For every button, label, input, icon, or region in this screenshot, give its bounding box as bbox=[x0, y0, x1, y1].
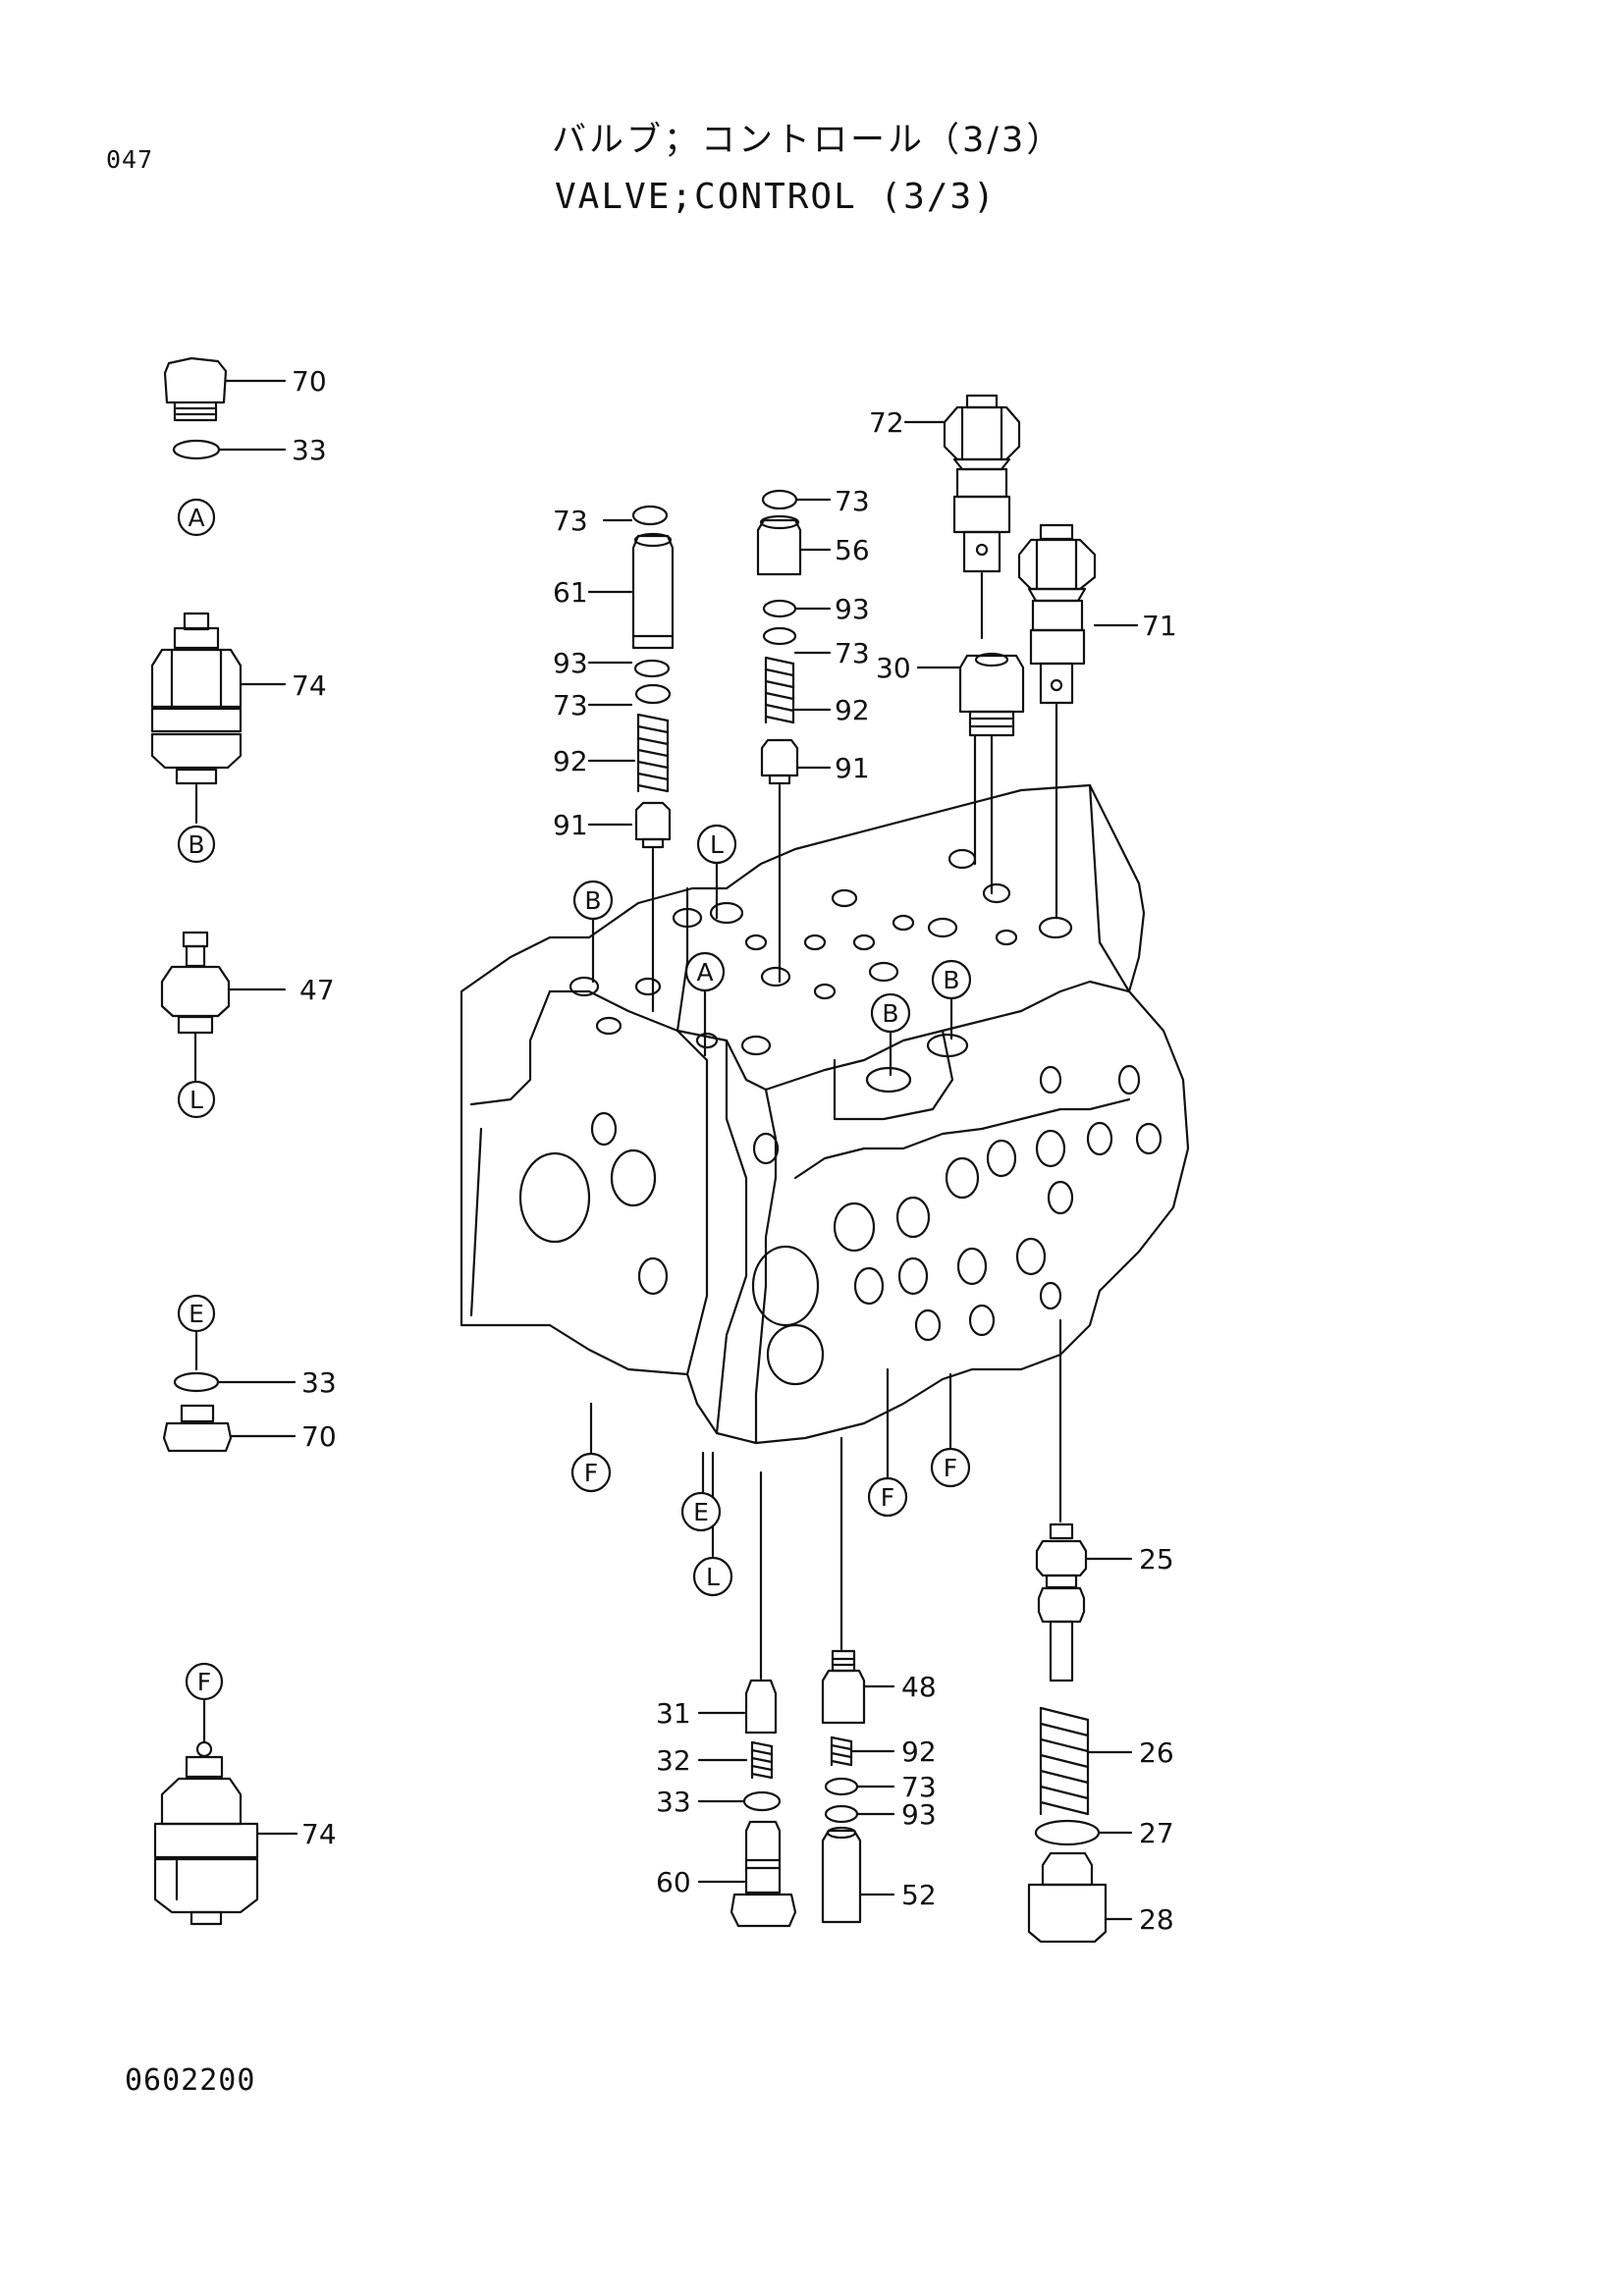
title-japanese: バルブ；コントロール（3/3） bbox=[552, 121, 1064, 160]
callout-circle: E bbox=[680, 1491, 722, 1532]
svg-text:B: B bbox=[188, 830, 204, 859]
part-label-74: 74 bbox=[301, 1818, 337, 1850]
connection-callouts: A B L E F L B A B B F E L F F bbox=[177, 498, 972, 1701]
callout-circle: L bbox=[692, 1556, 733, 1597]
callout-circle: B bbox=[177, 825, 216, 864]
svg-text:F: F bbox=[944, 1454, 957, 1482]
part-label-33: 33 bbox=[301, 1366, 337, 1399]
part-label-92: 92 bbox=[553, 745, 588, 777]
page-number: 047 bbox=[106, 145, 154, 174]
svg-text:B: B bbox=[882, 999, 898, 1028]
part-label-92: 92 bbox=[901, 1735, 937, 1768]
part-label-73: 73 bbox=[835, 637, 870, 669]
callout-circle: E bbox=[177, 1294, 216, 1333]
callout-circle: L bbox=[177, 1080, 216, 1119]
part-label-60: 60 bbox=[656, 1866, 691, 1898]
callout-circle: L bbox=[696, 824, 737, 865]
o-ring-33-top-drawing bbox=[172, 439, 287, 460]
spool-48-stack-drawing bbox=[821, 1436, 895, 1924]
part-label-32: 32 bbox=[656, 1744, 691, 1777]
callout-circle: B bbox=[870, 992, 911, 1034]
part-label-91: 91 bbox=[835, 752, 870, 784]
callout-circle: F bbox=[930, 1447, 971, 1488]
part-label-33: 33 bbox=[292, 434, 327, 466]
spool-61-stack-drawing bbox=[587, 505, 675, 1013]
part-label-52: 52 bbox=[901, 1879, 937, 1911]
part-label-33: 33 bbox=[656, 1786, 691, 1818]
svg-text:E: E bbox=[693, 1498, 709, 1526]
part-label-93: 93 bbox=[835, 593, 870, 625]
callout-circle: F bbox=[570, 1452, 612, 1493]
callout-circle: A bbox=[177, 498, 216, 537]
o-ring-33-lower-drawing bbox=[173, 1331, 297, 1393]
plug-30-drawing bbox=[916, 652, 1025, 895]
part-label-70: 70 bbox=[301, 1420, 337, 1453]
svg-text:B: B bbox=[943, 966, 959, 994]
part-label-73: 73 bbox=[901, 1771, 937, 1803]
part-label-48: 48 bbox=[901, 1671, 937, 1703]
part-label-25: 25 bbox=[1139, 1543, 1174, 1575]
svg-text:A: A bbox=[188, 504, 204, 532]
part-label-73: 73 bbox=[553, 689, 588, 721]
svg-text:E: E bbox=[189, 1300, 204, 1328]
part-label-27: 27 bbox=[1139, 1817, 1174, 1849]
plug-70-top-drawing bbox=[163, 356, 287, 422]
svg-text:L: L bbox=[706, 1563, 720, 1591]
part-label-73: 73 bbox=[835, 485, 870, 517]
callout-leader-lines bbox=[589, 862, 953, 1558]
svg-text:F: F bbox=[197, 1668, 211, 1696]
part-label-47: 47 bbox=[299, 974, 335, 1006]
part-label-72: 72 bbox=[869, 406, 904, 439]
title-english: VALVE;CONTROL (3/3) bbox=[555, 177, 997, 217]
valve-body-drawing bbox=[460, 783, 1190, 1445]
part-label-70: 70 bbox=[292, 365, 327, 398]
sensor-74-lower-drawing bbox=[153, 1699, 298, 1926]
svg-text:A: A bbox=[696, 958, 713, 987]
part-label-71: 71 bbox=[1142, 610, 1177, 642]
svg-text:L: L bbox=[189, 1086, 203, 1114]
svg-text:L: L bbox=[710, 830, 724, 859]
svg-text:F: F bbox=[881, 1483, 894, 1512]
poppet-31-stack-drawing bbox=[697, 1470, 797, 1928]
part-label-93: 93 bbox=[553, 647, 588, 679]
part-labels: 70 33 74 47 33 70 74 73 61 93 73 92 91 7… bbox=[292, 365, 1177, 1936]
callout-circle: F bbox=[185, 1662, 224, 1701]
part-label-92: 92 bbox=[835, 694, 870, 726]
callout-circle: B bbox=[931, 959, 972, 1000]
drawing-number: 0602200 bbox=[125, 2063, 256, 2098]
relief-valve-71-drawing bbox=[1017, 523, 1139, 920]
callout-circle: A bbox=[684, 951, 726, 992]
part-label-61: 61 bbox=[553, 576, 588, 609]
relief-valve-72-drawing bbox=[903, 394, 1021, 640]
svg-text:F: F bbox=[584, 1459, 598, 1487]
fitting-47-drawing bbox=[160, 931, 287, 1082]
spool-56-stack-drawing bbox=[756, 489, 832, 984]
part-label-91: 91 bbox=[553, 809, 588, 841]
part-label-28: 28 bbox=[1139, 1903, 1174, 1936]
part-label-26: 26 bbox=[1139, 1736, 1174, 1769]
callout-circle: F bbox=[867, 1476, 908, 1518]
sensor-74-top-drawing bbox=[150, 612, 287, 825]
part-label-31: 31 bbox=[656, 1697, 691, 1730]
part-label-74: 74 bbox=[292, 669, 327, 702]
callout-circle: B bbox=[572, 880, 614, 921]
part-label-56: 56 bbox=[835, 534, 870, 566]
part-label-93: 93 bbox=[901, 1798, 937, 1831]
part-label-73: 73 bbox=[553, 505, 588, 537]
part-label-30: 30 bbox=[876, 652, 911, 684]
relief-group-25-28-drawing bbox=[1027, 1318, 1133, 1944]
plug-70-lower-drawing bbox=[162, 1404, 297, 1453]
svg-text:B: B bbox=[584, 886, 601, 915]
